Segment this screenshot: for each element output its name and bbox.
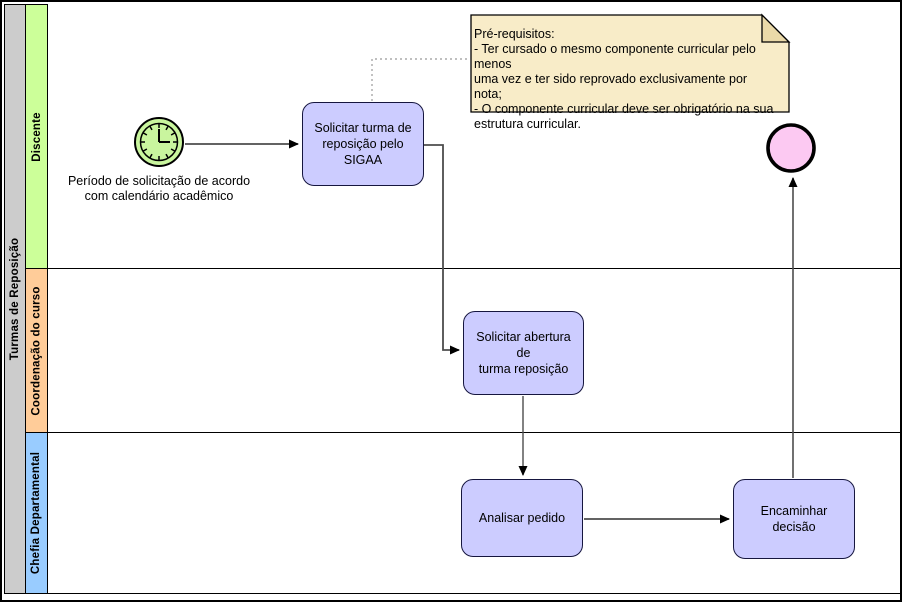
annotation-text: Pré-requisitos: - Ter cursado o mesmo co… (474, 27, 774, 131)
note-fold-icon (761, 13, 791, 43)
task-encaminhar-decisao: Encaminhar decisão (733, 479, 855, 559)
task-label: Encaminhar decisão (760, 504, 828, 534)
task-solicitar-turma-sigaa: Solicitar turma de reposição pelo SIGAA (302, 102, 424, 186)
task-label: Analisar pedido (478, 511, 566, 525)
task-label: Solicitar abertura de turma reposição (476, 330, 571, 376)
task-label: Solicitar turma de reposição pelo SIGAA (314, 121, 412, 167)
timer-start-event (134, 117, 184, 167)
end-event (766, 123, 816, 173)
flow-task1-to-task2 (424, 144, 460, 355)
task-analisar-pedido: Analisar pedido (461, 479, 583, 557)
association-dotted (371, 58, 469, 101)
lane-separator-1 (47, 268, 900, 269)
start-event-label: Período de solicitação de acordo com cal… (67, 174, 251, 203)
lane-separator-2 (47, 432, 900, 433)
annotation-note (470, 14, 790, 113)
pool-bottom-border (4, 593, 900, 594)
task-solicitar-abertura: Solicitar abertura de turma reposição (463, 311, 584, 395)
clock-icon (139, 122, 179, 162)
